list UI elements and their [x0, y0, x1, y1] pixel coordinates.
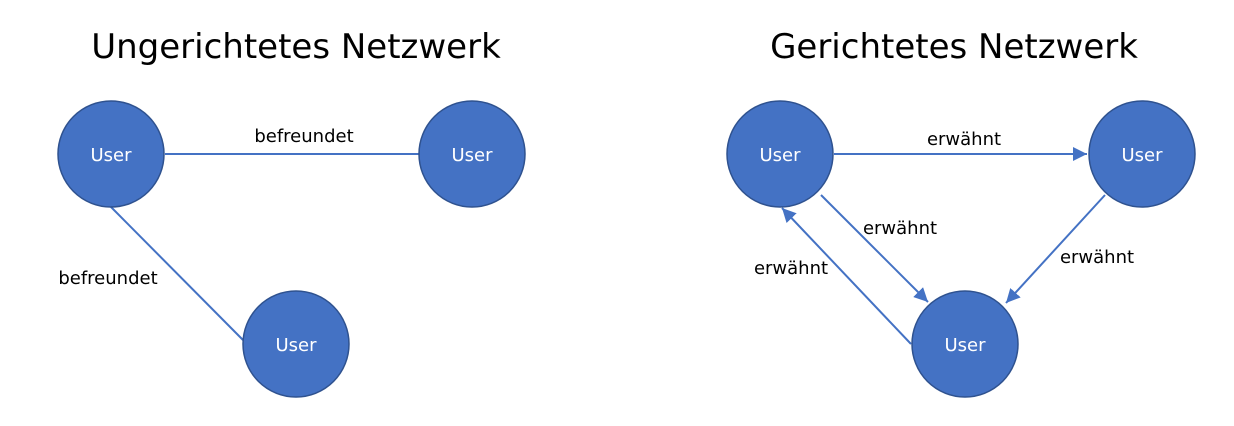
- directed-edge-label-d3-d1: erwähnt: [754, 258, 828, 279]
- directed-edge-label-d1-d2: erwähnt: [927, 129, 1001, 150]
- directed-edge-d3-d1: [781, 207, 912, 345]
- undirected-node-u2[interactable]: User: [418, 100, 526, 208]
- node-label: User: [1121, 145, 1163, 166]
- directed-network: Gerichtetes Netzwerk erwähnt erwähnt erw…: [726, 27, 1196, 398]
- undirected-node-u3[interactable]: User: [242, 290, 350, 398]
- undirected-edge-u1-u3: [110, 206, 244, 341]
- directed-edge-label-d2-d3: erwähnt: [1060, 247, 1134, 268]
- node-label: User: [759, 145, 801, 166]
- node-label: User: [90, 145, 132, 166]
- node-label: User: [275, 335, 317, 356]
- node-label: User: [944, 335, 986, 356]
- directed-title: Gerichtetes Netzwerk: [770, 27, 1138, 67]
- directed-node-d1[interactable]: User: [726, 100, 834, 208]
- node-label: User: [451, 145, 493, 166]
- directed-edge-d2-d3: [1005, 194, 1106, 304]
- undirected-edge-label-u1-u2: befreundet: [254, 126, 353, 147]
- undirected-node-u1[interactable]: User: [57, 100, 165, 208]
- directed-edge-d1-d3: [820, 194, 929, 303]
- directed-edge-label-d1-d3: erwähnt: [863, 218, 937, 239]
- undirected-title: Ungerichtetes Netzwerk: [91, 27, 501, 67]
- undirected-edge-label-u1-u3: befreundet: [58, 268, 157, 289]
- undirected-network: Ungerichtetes Netzwerk befreundet befreu…: [57, 27, 526, 398]
- directed-node-d2[interactable]: User: [1088, 100, 1196, 208]
- directed-node-d3[interactable]: User: [911, 290, 1019, 398]
